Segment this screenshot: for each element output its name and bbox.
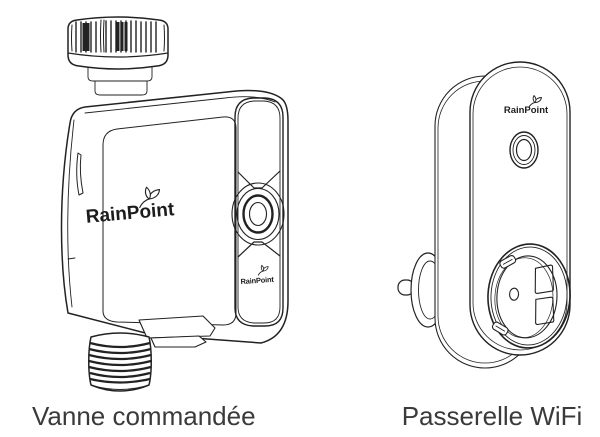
valve-side-brand-logo: RainPoint xyxy=(240,264,275,286)
mount-tab xyxy=(138,315,216,339)
gateway-caption: Passerelle WiFi xyxy=(401,401,583,431)
valve-button xyxy=(231,182,285,246)
gateway-illustration: RainPoint xyxy=(397,61,571,369)
earth-clip-bottom xyxy=(491,321,509,336)
rainpoint-wordmark-small: RainPoint xyxy=(240,275,274,286)
threads xyxy=(88,341,152,384)
gateway-line-art: RainPoint xyxy=(397,61,571,369)
front-panel-line xyxy=(102,116,237,326)
socket-pin-slot-top xyxy=(534,264,554,294)
gateway-front-face xyxy=(469,61,571,356)
gateway-brand-logo: RainPoint xyxy=(504,95,549,116)
gateway-button xyxy=(509,131,539,169)
rainpoint-wordmark: RainPoint xyxy=(504,105,549,116)
outlet-assembly xyxy=(88,315,216,392)
socket-center-hole xyxy=(509,287,520,301)
earth-clip-top xyxy=(499,254,517,269)
side-slit xyxy=(76,152,84,196)
socket-pin-slot-bottom xyxy=(535,296,555,326)
valve-body xyxy=(60,89,289,344)
power-socket xyxy=(487,243,571,349)
valve-illustration: RainPoint RainPoint xyxy=(60,16,289,392)
nut-rib-shading xyxy=(82,22,128,51)
hose-coupling-nut xyxy=(67,16,169,96)
valve-caption: Vanne commandée xyxy=(32,401,256,431)
valve-line-art: RainPoint RainPoint xyxy=(60,16,289,392)
valve-side-panel: RainPoint xyxy=(231,97,285,327)
